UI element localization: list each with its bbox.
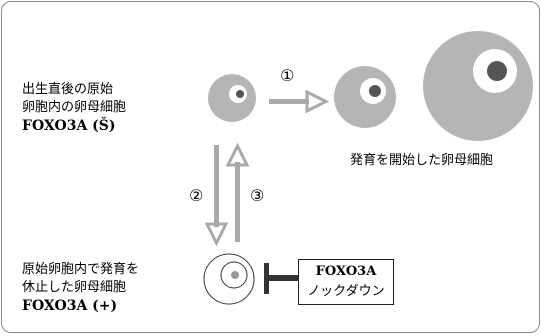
growing-oocyte-label: 発育を開始した卵母細胞 — [350, 153, 494, 168]
arrow-3-up — [225, 142, 250, 242]
newborn-oocyte — [208, 74, 256, 122]
arrow-1-number: ① — [280, 66, 295, 85]
newborn-label-line3: FOXO3A (Š) — [22, 118, 116, 134]
inhibition-line — [264, 263, 299, 294]
knockdown-line2: ノックダウン — [307, 284, 385, 299]
arrested-label-line3: FOXO3A (+) — [22, 298, 118, 314]
arrested-label-line1: 原始卵胞内で発育を — [22, 262, 140, 277]
newborn-label-line1: 出生直後の原始 — [22, 82, 114, 97]
arrested-oocyte-label: 原始卵胞内で発育を 休止した卵母細胞 FOXO3A (+) — [22, 261, 139, 315]
arrested-label-line2: 休止した卵母細胞 — [22, 280, 127, 295]
arrow-2-down — [204, 145, 229, 247]
foxo3a-knockdown-box: FOXO3A ノックダウン — [298, 259, 394, 305]
knockdown-line1: FOXO3A — [315, 264, 377, 279]
arrow-2-number: ② — [189, 186, 204, 205]
arrested-oocyte — [203, 253, 255, 305]
arrow-1-right — [269, 89, 330, 114]
arrow-3-number: ③ — [250, 186, 265, 205]
newborn-label-line2: 卵胞内の卵母細胞 — [22, 100, 127, 115]
growing-oocyte-large — [423, 31, 533, 141]
newborn-oocyte-label: 出生直後の原始 卵胞内の卵母細胞 FOXO3A (Š) — [22, 81, 126, 135]
growing-oocyte-medium — [334, 66, 396, 128]
